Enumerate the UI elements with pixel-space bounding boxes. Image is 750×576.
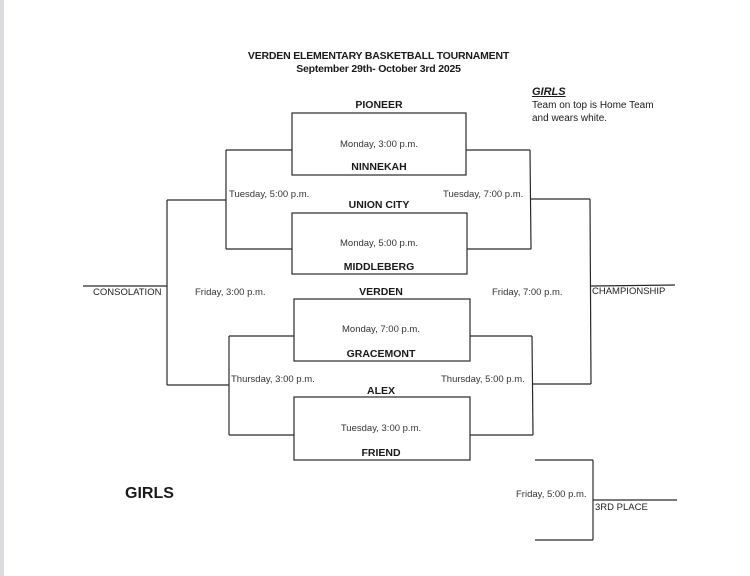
game-time-1: Monday, 3:00 p.m. — [340, 139, 418, 150]
team-away-ninnekah: NINNEKAH — [351, 161, 407, 173]
champ-bottom-game-time: Thursday, 5:00 p.m. — [441, 374, 525, 385]
note-line-1: Team on top is Home Team — [532, 100, 654, 111]
game-time-4: Tuesday, 3:00 p.m. — [340, 423, 422, 434]
cons-final-game-time: Friday, 3:00 p.m. — [195, 287, 266, 298]
champ-top-vert — [529, 149, 532, 250]
team-home-union-city: UNION CITY — [348, 199, 410, 211]
champ-final-vert — [589, 198, 592, 385]
tournament-title: VERDEN ELEMENTARY BASKETBALL TOURNAMENT — [247, 50, 510, 62]
champ-final-game-time: Friday, 7:00 p.m. — [492, 287, 563, 298]
team-home-pioneer: PIONEER — [355, 99, 403, 111]
tournament-dates: September 29th- October 3rd 2025 — [296, 63, 461, 75]
champ-bot-vert — [531, 335, 534, 436]
team-home-verden: VERDEN — [359, 286, 403, 298]
champ-winner-line — [590, 284, 676, 287]
team-away-middleberg: MIDDLEBERG — [343, 261, 415, 273]
note-line-2: and wears white. — [532, 113, 608, 124]
third-place-label: 3RD PLACE — [595, 502, 648, 513]
game-box-3 — [293, 298, 471, 362]
consolation-label: CONSOLATION — [93, 287, 162, 298]
division-label: GIRLS — [125, 485, 174, 502]
cons-top-game-time: Tuesday, 5:00 p.m. — [229, 189, 310, 200]
game-box-4 — [293, 396, 471, 461]
game-box-2 — [291, 212, 468, 275]
game-box-1 — [291, 112, 467, 176]
game-time-3: Monday, 7:00 p.m. — [342, 324, 420, 335]
team-away-gracemont: GRACEMONT — [346, 348, 416, 360]
note-heading: GIRLS — [532, 86, 566, 98]
champ-top-game-time: Tuesday, 7:00 p.m. — [443, 189, 524, 200]
team-away-friend: FRIEND — [361, 447, 401, 459]
page-edge — [0, 0, 4, 576]
team-home-alex: ALEX — [366, 385, 395, 397]
championship-label: CHAMPIONSHIP — [592, 286, 666, 297]
cons-bottom-game-time: Thursday, 3:00 p.m. — [231, 374, 315, 385]
third-place-game-time: Friday, 5:00 p.m. — [516, 489, 587, 500]
game-time-2: Monday, 5:00 p.m. — [340, 238, 418, 249]
